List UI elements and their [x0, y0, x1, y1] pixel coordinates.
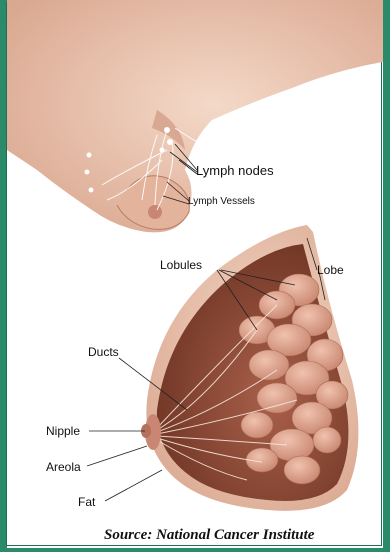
nipple-top: [148, 205, 162, 219]
label-lymph-nodes: Lymph nodes: [196, 163, 274, 178]
source-caption: Source: National Cancer Institute: [104, 527, 314, 544]
label-lobules: Lobules: [160, 258, 202, 272]
label-lymph-vessels: Lymph Vessels: [188, 196, 255, 207]
right-green-border: [383, 0, 390, 552]
label-nipple: Nipple: [46, 424, 80, 438]
label-areola: Areola: [46, 460, 81, 474]
label-lobe: Lobe: [317, 263, 344, 277]
label-fat: Fat: [78, 495, 95, 509]
label-ducts: Ducts: [88, 345, 119, 359]
